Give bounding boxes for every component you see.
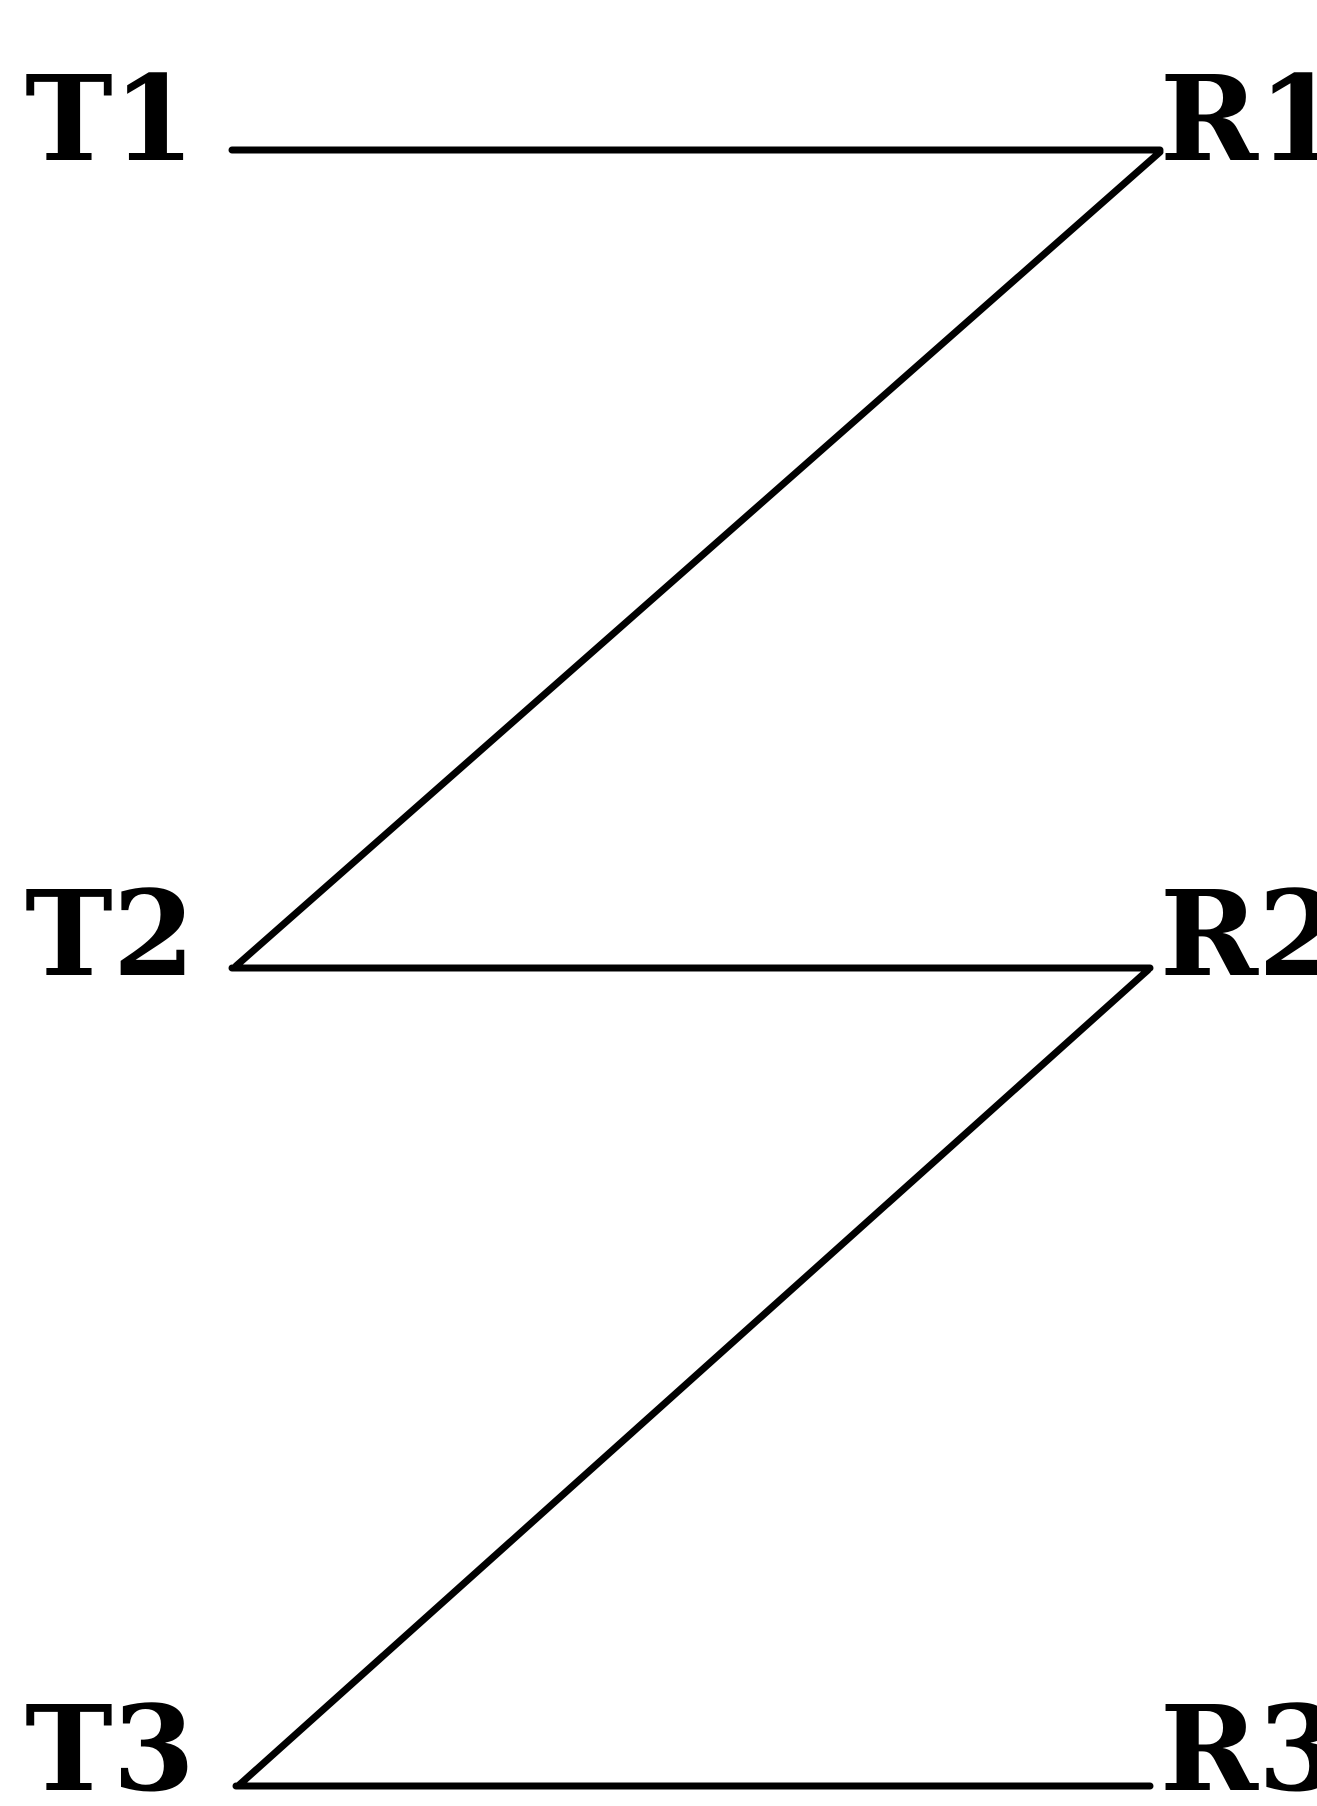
node-label-r2: R2 bbox=[1160, 864, 1317, 1003]
edge-r2-t3 bbox=[234, 966, 1152, 1790]
node-label-r1: R1 bbox=[1160, 49, 1317, 188]
node-label-t2: T2 bbox=[25, 864, 195, 1003]
node-label-t1: T1 bbox=[25, 49, 195, 188]
edge-r1-t2 bbox=[232, 148, 1164, 970]
node-label-t3: T3 bbox=[25, 1679, 195, 1806]
node-label-r3: R3 bbox=[1160, 1679, 1317, 1806]
